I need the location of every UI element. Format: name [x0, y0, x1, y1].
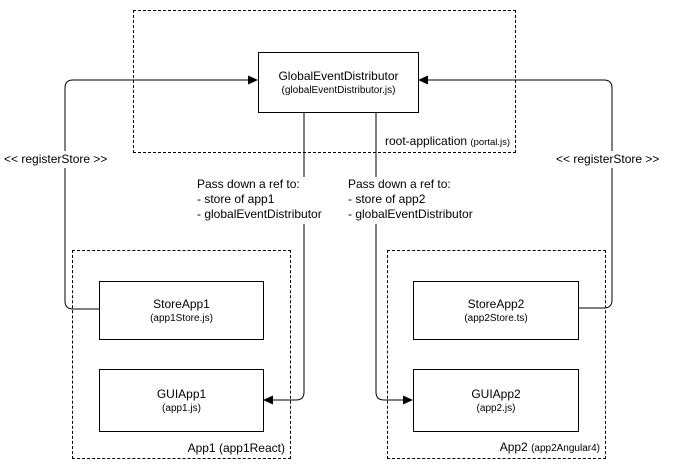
app2-container: App2 (app2Angular4): [387, 250, 606, 459]
pass-down-left-line1: Pass down a ref to:: [197, 177, 300, 191]
root-application-label: root-application (portal.js): [382, 134, 510, 150]
app1-label-text: App1: [187, 441, 216, 455]
register-store-right-label: << registerStore >>: [554, 151, 662, 168]
pass-down-right-label: Pass down a ref to: - store of app2 - gl…: [348, 177, 475, 224]
pass-down-right-line2: - store of app2: [348, 192, 426, 206]
node-gui-app2-subtitle: (app2.js): [476, 402, 516, 414]
arrowhead-pass-down-left: [263, 395, 273, 405]
pass-down-right-line3: - globalEventDistributor: [348, 207, 473, 221]
pass-down-left-line3: - globalEventDistributor: [197, 207, 322, 221]
node-store-app2-title: StoreApp2: [467, 296, 525, 311]
app1-label: App1 (app1React): [184, 441, 285, 456]
edge-register-store-left: [64, 79, 249, 310]
node-gui-app1: GUIApp1 (app1.js): [99, 369, 264, 432]
pass-down-right-line1: Pass down a ref to:: [348, 177, 451, 191]
edge-register-store-right: [427, 79, 613, 309]
root-application-sublabel-text: (portal.js): [470, 137, 510, 148]
app2-label-text: App2: [499, 440, 528, 454]
app2-label: App2 (app2Angular4): [496, 440, 600, 456]
node-store-app2: StoreApp2 (app2Store.ts): [413, 281, 579, 340]
app2-sublabel-text: (app2Angular4): [531, 443, 600, 454]
node-store-app1-title: StoreApp1: [153, 296, 210, 311]
node-gui-app1-subtitle: (app1.js): [162, 402, 201, 414]
node-global-event-distributor-title: GlobalEventDistributor: [278, 68, 399, 83]
node-gui-app2: GUIApp2 (app2.js): [413, 369, 579, 432]
app1-sublabel-text: (app1React): [218, 441, 285, 455]
node-global-event-distributor-subtitle: (globalEventDistributor.js): [281, 84, 396, 96]
arrowhead-pass-down-right: [403, 395, 413, 405]
pass-down-left-label: Pass down a ref to: - store of app1 - gl…: [197, 177, 324, 224]
node-gui-app2-title: GUIApp2: [471, 386, 521, 401]
node-store-app1: StoreApp1 (app1Store.js): [99, 281, 264, 340]
edge-pass-down-left: [272, 112, 305, 401]
node-store-app2-subtitle: (app2Store.ts): [464, 312, 528, 324]
node-store-app1-subtitle: (app1Store.js): [150, 312, 213, 324]
root-application-container: root-application (portal.js): [133, 10, 516, 153]
node-global-event-distributor: GlobalEventDistributor (globalEventDistr…: [258, 52, 419, 113]
arrowhead-register-store-right: [418, 75, 428, 85]
node-gui-app1-title: GUIApp1: [156, 386, 207, 401]
register-store-left-label: << registerStore >>: [2, 151, 110, 168]
edge-pass-down-right: [375, 112, 403, 401]
app1-container: App1 (app1React): [72, 250, 291, 459]
arrowhead-register-store-left: [248, 75, 258, 85]
pass-down-left-line2: - store of app1: [197, 192, 275, 206]
root-application-label-text: root-application: [385, 134, 468, 148]
